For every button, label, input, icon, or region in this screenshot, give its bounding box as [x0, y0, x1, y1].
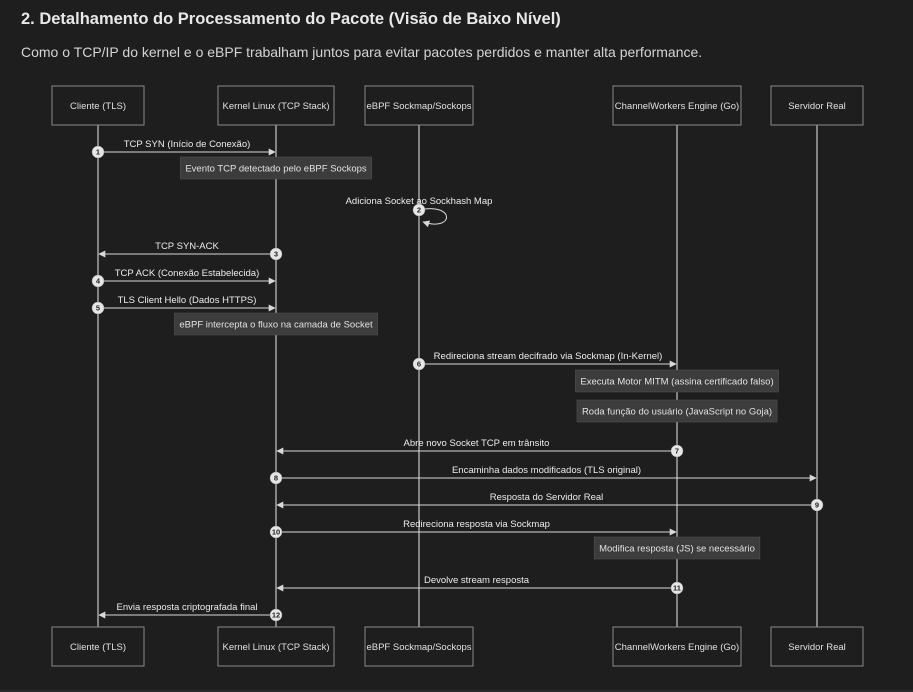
sequence-number-badge — [412, 357, 426, 371]
sequence-number: 12 — [272, 611, 280, 620]
sequence-number-badge — [91, 301, 105, 315]
actor-kernel-top: Kernel Linux (TCP Stack) — [217, 85, 335, 126]
sequence-number-badge — [670, 581, 684, 595]
message-label: Abre novo Socket TCP em trânsito — [404, 438, 550, 449]
actor-servidor-bottom: Servidor Real — [770, 626, 864, 667]
sequence-number-badge — [91, 145, 105, 159]
actor-label: eBPF Sockmap/Sockops — [366, 101, 471, 112]
actor-label: ChannelWorkers Engine (Go) — [615, 101, 739, 112]
message-label: TLS Client Hello (Dados HTTPS) — [118, 295, 257, 306]
actor-label: ChannelWorkers Engine (Go) — [615, 642, 739, 653]
sequence-number-badge — [269, 608, 283, 622]
note-box — [576, 399, 778, 423]
section-heading: 2. Detalhamento do Processamento do Paco… — [21, 10, 561, 28]
note-text: eBPF intercepta o fluxo na camada de Soc… — [179, 320, 373, 331]
actor-label: Servidor Real — [788, 642, 846, 653]
sequence-number: 11 — [673, 584, 681, 593]
actor-label: Cliente (TLS) — [70, 642, 126, 653]
actor-cliente-top: Cliente (TLS) — [51, 85, 145, 126]
sequence-number: 2 — [417, 206, 421, 215]
note-text: Executa Motor MITM (assina certificado f… — [580, 377, 773, 388]
sequence-number: 6 — [417, 360, 421, 369]
message-6: Redireciona stream decifrado via Sockmap… — [412, 351, 677, 371]
actor-ebpf-bottom: eBPF Sockmap/Sockops — [364, 626, 474, 667]
note-text: Roda função do usuário (JavaScript no Go… — [582, 407, 772, 418]
message-7: Abre novo Socket TCP em trânsito 7 — [276, 438, 684, 458]
message-label: TCP SYN (Início de Conexão) — [124, 139, 251, 150]
message-9: Resposta do Servidor Real 9 — [276, 492, 824, 512]
message-3: TCP SYN-ACK 3 — [98, 241, 283, 261]
sequence-number-badge — [91, 274, 105, 288]
actor-label: Cliente (TLS) — [70, 101, 126, 112]
message-10: Redireciona resposta via Sockmap 10 — [269, 519, 677, 539]
actor-cliente-bottom: Cliente (TLS) — [51, 626, 145, 667]
sequence-number-badge — [412, 203, 426, 217]
note-text: Modifica resposta (JS) se necessário — [599, 544, 755, 555]
message-label: Redireciona resposta via Sockmap — [403, 519, 550, 530]
actor-kernel-bottom: Kernel Linux (TCP Stack) — [217, 626, 335, 667]
section-subtitle: Como o TCP/IP do kernel e o eBPF trabalh… — [21, 44, 703, 60]
sequence-number: 10 — [272, 528, 280, 537]
message-4: TCP ACK (Conexão Estabelecida) 4 — [91, 268, 276, 288]
actor-servidor-top: Servidor Real — [770, 85, 864, 126]
sequence-number-badge — [810, 498, 824, 512]
note-box — [174, 312, 378, 336]
message-11: Devolve stream resposta 11 — [276, 575, 684, 595]
actor-label: eBPF Sockmap/Sockops — [366, 642, 471, 653]
note-kernel: Evento TCP detectado pelo eBPF Sockops — [180, 156, 372, 180]
sequence-number: 8 — [274, 474, 278, 483]
note-box — [593, 536, 761, 560]
actor-engine-bottom: ChannelWorkers Engine (Go) — [612, 626, 742, 667]
note-box — [180, 156, 372, 180]
note-kernel: eBPF intercepta o fluxo na camada de Soc… — [174, 312, 378, 336]
message-8: Encaminha dados modificados (TLS origina… — [269, 465, 817, 485]
message-5: TLS Client Hello (Dados HTTPS) 5 — [91, 295, 276, 315]
message-label: Resposta do Servidor Real — [490, 492, 604, 503]
actor-label: Kernel Linux (TCP Stack) — [222, 101, 329, 112]
note-box — [575, 369, 779, 393]
actor-ebpf-top: eBPF Sockmap/Sockops — [364, 85, 474, 126]
sequence-number-badge — [269, 471, 283, 485]
sequence-number: 9 — [815, 501, 819, 510]
message-1: TCP SYN (Início de Conexão) 1 — [91, 139, 276, 159]
sequence-number: 3 — [274, 250, 278, 259]
sequence-number: 4 — [96, 277, 101, 286]
actor-label: Servidor Real — [788, 101, 846, 112]
note-engine: Roda função do usuário (JavaScript no Go… — [576, 399, 778, 423]
actor-engine-top: ChannelWorkers Engine (Go) — [612, 85, 742, 126]
sequence-number-badge — [269, 247, 283, 261]
note-engine: Executa Motor MITM (assina certificado f… — [575, 369, 779, 393]
message-label: TCP ACK (Conexão Estabelecida) — [115, 268, 260, 279]
message-label: Encaminha dados modificados (TLS origina… — [452, 465, 641, 476]
message-label: Adiciona Socket ao Sockhash Map — [346, 196, 493, 207]
message-label: Redireciona stream decifrado via Sockmap… — [434, 351, 663, 362]
sequence-number: 7 — [675, 447, 679, 456]
sequence-number-badge — [670, 444, 684, 458]
message-label: Devolve stream resposta — [424, 575, 530, 586]
self-message-arrow — [418, 208, 447, 228]
note-text: Evento TCP detectado pelo eBPF Sockops — [185, 164, 367, 175]
sequence-number: 1 — [96, 148, 100, 157]
sequence-number: 5 — [96, 304, 100, 313]
message-12: Envia resposta criptografada final 12 — [98, 602, 283, 622]
message-label: TCP SYN-ACK — [155, 241, 219, 252]
sequence-number-badge — [269, 525, 283, 539]
actor-label: Kernel Linux (TCP Stack) — [222, 642, 329, 653]
note-engine: Modifica resposta (JS) se necessário — [593, 536, 761, 560]
message-label: Envia resposta criptografada final — [117, 602, 258, 613]
